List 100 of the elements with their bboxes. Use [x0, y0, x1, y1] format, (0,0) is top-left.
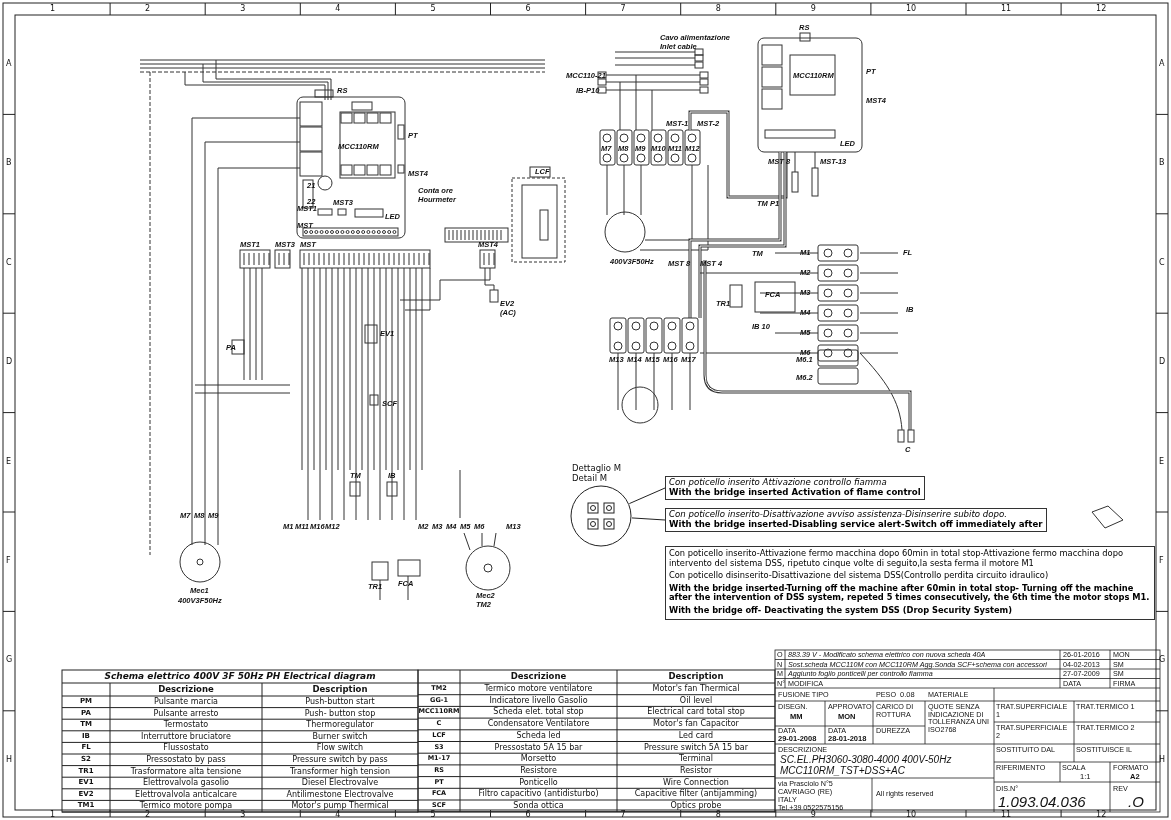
grid-reference: 3: [240, 811, 246, 820]
table-cell-text: Burner switch: [311, 730, 369, 743]
note-text: Con poticello inserito-Attivazione fermo macchina dopo 60min in total stop-Attivazione fermo macchina dopo intervento del sistema DSS, ripetuto cinque volte di seguito,la sesta ferma il motore M1: [669, 549, 1125, 569]
grid-reference: A: [1159, 60, 1165, 69]
grid-reference: 7: [620, 5, 626, 14]
grid-reference: 7: [620, 811, 626, 820]
table-cell-text: Interruttore bruciatore: [140, 730, 232, 743]
table-cell-text: Terminal: [678, 753, 714, 765]
table-cell-text: Thermoregulator: [305, 719, 375, 731]
note-text: With the bridge inserted-Turning off the machine after 60min in total stop- Turning off the machine after the intervention of DSS system, repeted 5 times consecutively, the 6th time the motor stops M1.: [669, 583, 1151, 603]
note-text: With the bridge off- Deactivating the system DSS (Drop Security System): [669, 605, 1013, 616]
grid-reference: D: [6, 358, 13, 367]
table-cell-text: Elettrovalvola anticalcare: [134, 788, 238, 801]
table-cell-text: Electrical card total stop: [646, 706, 746, 719]
title-block-text: SC.EL.PH3060-3080-4000 400V-50Hz MCC110RM_TST+DSS+AC: [780, 755, 953, 776]
table-cell-text: Diesel Electrovalve: [300, 777, 380, 789]
table-cell-text: Indicatore livello Gasolio: [488, 694, 589, 707]
grid-reference: 5: [430, 5, 436, 14]
table-cell-text: Scheda elet. total stop: [492, 706, 585, 719]
table-cell-text: Pulsante marcia: [152, 696, 220, 708]
grid-reference: 8: [715, 5, 721, 14]
grid-reference: C: [6, 258, 12, 268]
detail-caption: Detail M: [572, 474, 608, 483]
grid-reference: 11: [1001, 811, 1012, 820]
table-cell-text: Push-button start: [304, 696, 376, 708]
table-cell-text: Flussostato: [162, 742, 210, 754]
grid-reference: 2: [145, 5, 151, 14]
table-cell-text: Pressostato 5A 15 bar: [493, 741, 584, 754]
grid-reference: 4: [335, 811, 341, 820]
grid-reference: 2: [145, 811, 151, 820]
table-cell-text: Sonda ottica: [512, 800, 565, 810]
grid-reference: 10: [905, 5, 917, 14]
table-cell-text: Push- button stop: [303, 707, 377, 720]
column-header: Descrizione: [157, 683, 215, 696]
table-cell-text: Ponticello: [518, 776, 559, 789]
table-cell-text: Transformer high tension: [289, 765, 391, 778]
grid-reference: 6: [525, 5, 531, 14]
grid-reference: G: [6, 656, 13, 665]
grid-reference: G: [1159, 656, 1166, 665]
table-cell-text: Termico motore ventilatore: [483, 683, 594, 695]
table-cell-text: Motor's fan Thermical: [651, 683, 741, 695]
grid-reference: A: [6, 60, 12, 69]
grid-reference: 12: [1096, 811, 1107, 820]
table-cell-text: Motor's pump Thermical: [290, 800, 390, 812]
title-block-text: 1.093.04.036: [998, 794, 1086, 810]
table-cell-text: Optics probe: [669, 800, 723, 811]
column-header: Description: [311, 683, 369, 696]
table-cell-text: Pressure switch by pass: [291, 754, 389, 766]
detail-caption: Dettaglio M: [572, 464, 621, 473]
note-text: With the bridge inserted Activation of flame control: [669, 487, 921, 498]
grid-reference: 9: [810, 5, 816, 14]
note-text: Con poticello inserito-Disattivazione avviso assistenza-Disinserire subito dopo.: [669, 510, 1008, 520]
note-text: Con poticello inserito Attivazione controllo fiamma: [669, 478, 888, 488]
grid-reference: 8: [715, 811, 721, 820]
table-cell-text: Trasformatore alta tensione: [129, 765, 243, 778]
grid-reference: 5: [430, 811, 436, 820]
table-cell-text: Scheda led: [515, 729, 562, 742]
terminal-detail-drawing: [570, 485, 632, 547]
column-header: Descrizione: [509, 670, 568, 683]
grid-reference: C: [1159, 258, 1165, 268]
grid-reference: H: [1159, 755, 1165, 765]
table-cell-text: Motor's fan Capacitor: [652, 718, 740, 730]
grid-reference: 3: [240, 5, 246, 14]
grid-reference: D: [1159, 358, 1166, 367]
grid-reference: 10: [905, 811, 917, 820]
grid-reference: 1: [50, 811, 56, 820]
table-cell-text: Flow switch: [315, 742, 365, 754]
note-box: [665, 508, 1047, 532]
table-title: Schema elettrico 400V 3F 50Hz PH Electrical diagram: [103, 670, 377, 683]
grid-reference: 6: [525, 811, 531, 820]
table-cell-text: Condensatore Ventilatore: [486, 718, 591, 730]
table-cell-text: Antilimestone Electrovalve: [285, 788, 395, 801]
leader-line: [631, 517, 666, 521]
table-cell-text: Oil level: [678, 694, 714, 707]
grid-reference: H: [6, 755, 12, 765]
note-box: [665, 546, 1155, 621]
table-cell-text: Wire Connection: [662, 776, 730, 789]
grid-reference: 12: [1096, 5, 1107, 14]
title-block-text: .O: [1128, 794, 1144, 810]
table-cell-text: Resistor: [679, 764, 713, 777]
table-cell-text: Pressostato by pass: [145, 754, 227, 766]
grid-reference: E: [6, 457, 12, 466]
grid-reference: 4: [335, 5, 341, 14]
note-text: Con poticello disinserito-Disattivazione del sistema DSS(Controllo perdita circuito idraulico): [669, 571, 1050, 581]
table-cell-text: Filtro capacitivo (antidisturbo): [477, 788, 600, 800]
grid-reference: E: [1159, 457, 1165, 466]
table-cell-text: Morsetto: [519, 753, 558, 765]
grid-reference: F: [1159, 557, 1164, 566]
grid-reference: 9: [810, 811, 816, 820]
table-cell-text: Pulsante arresto: [152, 707, 220, 720]
table-cell-text: Capacitive filter (antijamming): [633, 788, 759, 800]
leader-line: [628, 487, 666, 505]
table-cell-text: Elettrovalvola gasolio: [142, 777, 230, 789]
grid-reference: F: [6, 557, 11, 566]
note-box: [665, 476, 925, 500]
grid-reference: B: [6, 159, 12, 168]
table-cell-text: Termostato: [162, 719, 210, 731]
table-cell-text: Resistore: [519, 764, 558, 777]
grid-reference: 1: [50, 5, 56, 14]
table-cell-text: Pressure switch 5A 15 bar: [643, 741, 749, 754]
